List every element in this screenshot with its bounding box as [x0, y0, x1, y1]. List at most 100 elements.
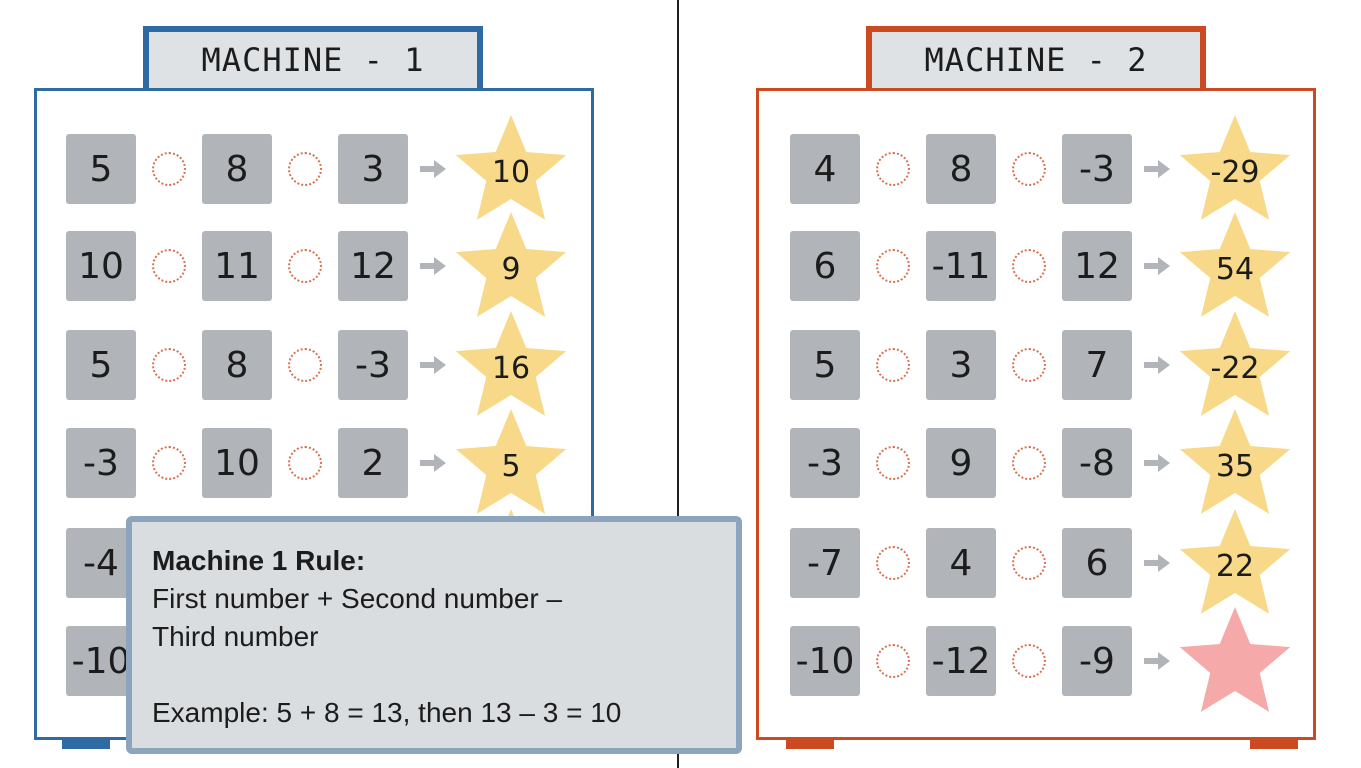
first-number-box: -3: [66, 428, 136, 498]
second-number-box: -11: [926, 231, 996, 301]
result-star: 22: [1176, 507, 1294, 619]
result-star: 5: [452, 407, 570, 519]
machine2-row-4: -3 9 -8 35: [790, 409, 1294, 514]
second-number-box: 3: [926, 330, 996, 400]
result-star: 54: [1176, 210, 1294, 322]
operator-blank-circle: [1012, 644, 1046, 678]
operator-blank-circle: [288, 446, 322, 480]
third-number-box: -9: [1062, 626, 1132, 696]
arrow-right-icon: [1138, 626, 1176, 696]
operator-blank-circle: [876, 249, 910, 283]
first-number-box: 5: [66, 330, 136, 400]
third-number-box: -8: [1062, 428, 1132, 498]
operator-blank-circle: [288, 249, 322, 283]
machine-2-title-tab: MACHINE - 2: [866, 26, 1206, 88]
result-value: 54: [1215, 251, 1255, 287]
third-number-box: 6: [1062, 528, 1132, 598]
arrow-right-icon: [414, 231, 452, 301]
first-number-box: 5: [66, 134, 136, 204]
arrow-right-icon: [414, 330, 452, 400]
result-value: 16: [491, 350, 531, 386]
arrow-right-icon: [414, 134, 452, 204]
operator-blank-circle: [1012, 348, 1046, 382]
first-number-box: -10: [790, 626, 860, 696]
machine-1-foot-left: [62, 739, 110, 749]
result-star: 9: [452, 210, 570, 322]
operator-blank-circle: [152, 446, 186, 480]
operator-blank-circle: [152, 249, 186, 283]
rule-example: Example: 5 + 8 = 13, then 13 – 3 = 10: [152, 697, 622, 728]
arrow-right-icon: [1138, 528, 1176, 598]
second-number-box: 8: [926, 134, 996, 204]
operator-blank-circle: [876, 644, 910, 678]
result-star: 16: [452, 309, 570, 421]
second-number-box: 9: [926, 428, 996, 498]
third-number-box: 2: [338, 428, 408, 498]
first-number-box: 5: [790, 330, 860, 400]
result-value: -22: [1210, 350, 1260, 386]
first-number-box: 4: [790, 134, 860, 204]
machine-1-title-tab: MACHINE - 1: [143, 26, 483, 88]
arrow-right-icon: [1138, 330, 1176, 400]
second-number-box: 10: [202, 428, 272, 498]
result-value: 35: [1215, 448, 1255, 484]
machine-2-foot-right: [1250, 739, 1298, 749]
rule-line-1: First number + Second number –: [152, 583, 563, 614]
operator-blank-circle: [876, 152, 910, 186]
operator-blank-circle: [1012, 152, 1046, 186]
center-divider: [677, 0, 679, 768]
third-number-box: -3: [338, 330, 408, 400]
operator-blank-circle: [288, 152, 322, 186]
first-number-box: -10: [66, 626, 136, 696]
result-star: -22: [1176, 309, 1294, 421]
result-star: -29: [1176, 113, 1294, 225]
arrow-right-icon: [1138, 428, 1176, 498]
second-number-box: 8: [202, 330, 272, 400]
operator-blank-circle: [152, 348, 186, 382]
arrow-right-icon: [1138, 134, 1176, 204]
arrow-right-icon: [414, 428, 452, 498]
first-number-box: -4: [66, 528, 136, 598]
machine-2-title: MACHINE - 2: [924, 41, 1148, 79]
result-value: -29: [1210, 154, 1260, 190]
machine1-row-2: 10 11 12 9: [66, 212, 570, 317]
third-number-box: 3: [338, 134, 408, 204]
machine-1-rule-box: Machine 1 Rule: First number + Second nu…: [126, 516, 742, 754]
first-number-box: 10: [66, 231, 136, 301]
first-number-box: 6: [790, 231, 860, 301]
machine-1-title: MACHINE - 1: [201, 41, 425, 79]
result-star: 10: [452, 113, 570, 225]
result-star: [1176, 605, 1294, 717]
rule-title: Machine 1 Rule:: [152, 545, 366, 576]
result-value: 22: [1215, 548, 1255, 584]
operator-blank-circle: [1012, 546, 1046, 580]
rule-line-2: Third number: [152, 621, 319, 652]
third-number-box: 12: [338, 231, 408, 301]
first-number-box: -3: [790, 428, 860, 498]
first-number-box: -7: [790, 528, 860, 598]
second-number-box: 11: [202, 231, 272, 301]
result-value: 10: [491, 154, 531, 190]
second-number-box: 4: [926, 528, 996, 598]
operator-blank-circle: [288, 348, 322, 382]
result-value: 5: [501, 448, 521, 484]
operator-blank-circle: [152, 152, 186, 186]
third-number-box: -3: [1062, 134, 1132, 204]
second-number-box: 8: [202, 134, 272, 204]
third-number-box: 7: [1062, 330, 1132, 400]
result-star: 35: [1176, 407, 1294, 519]
second-number-box: -12: [926, 626, 996, 696]
result-value: 9: [501, 251, 521, 287]
operator-blank-circle: [876, 348, 910, 382]
operator-blank-circle: [876, 446, 910, 480]
operator-blank-circle: [876, 546, 910, 580]
arrow-right-icon: [1138, 231, 1176, 301]
machine-2-foot-left: [786, 739, 834, 749]
operator-blank-circle: [1012, 446, 1046, 480]
